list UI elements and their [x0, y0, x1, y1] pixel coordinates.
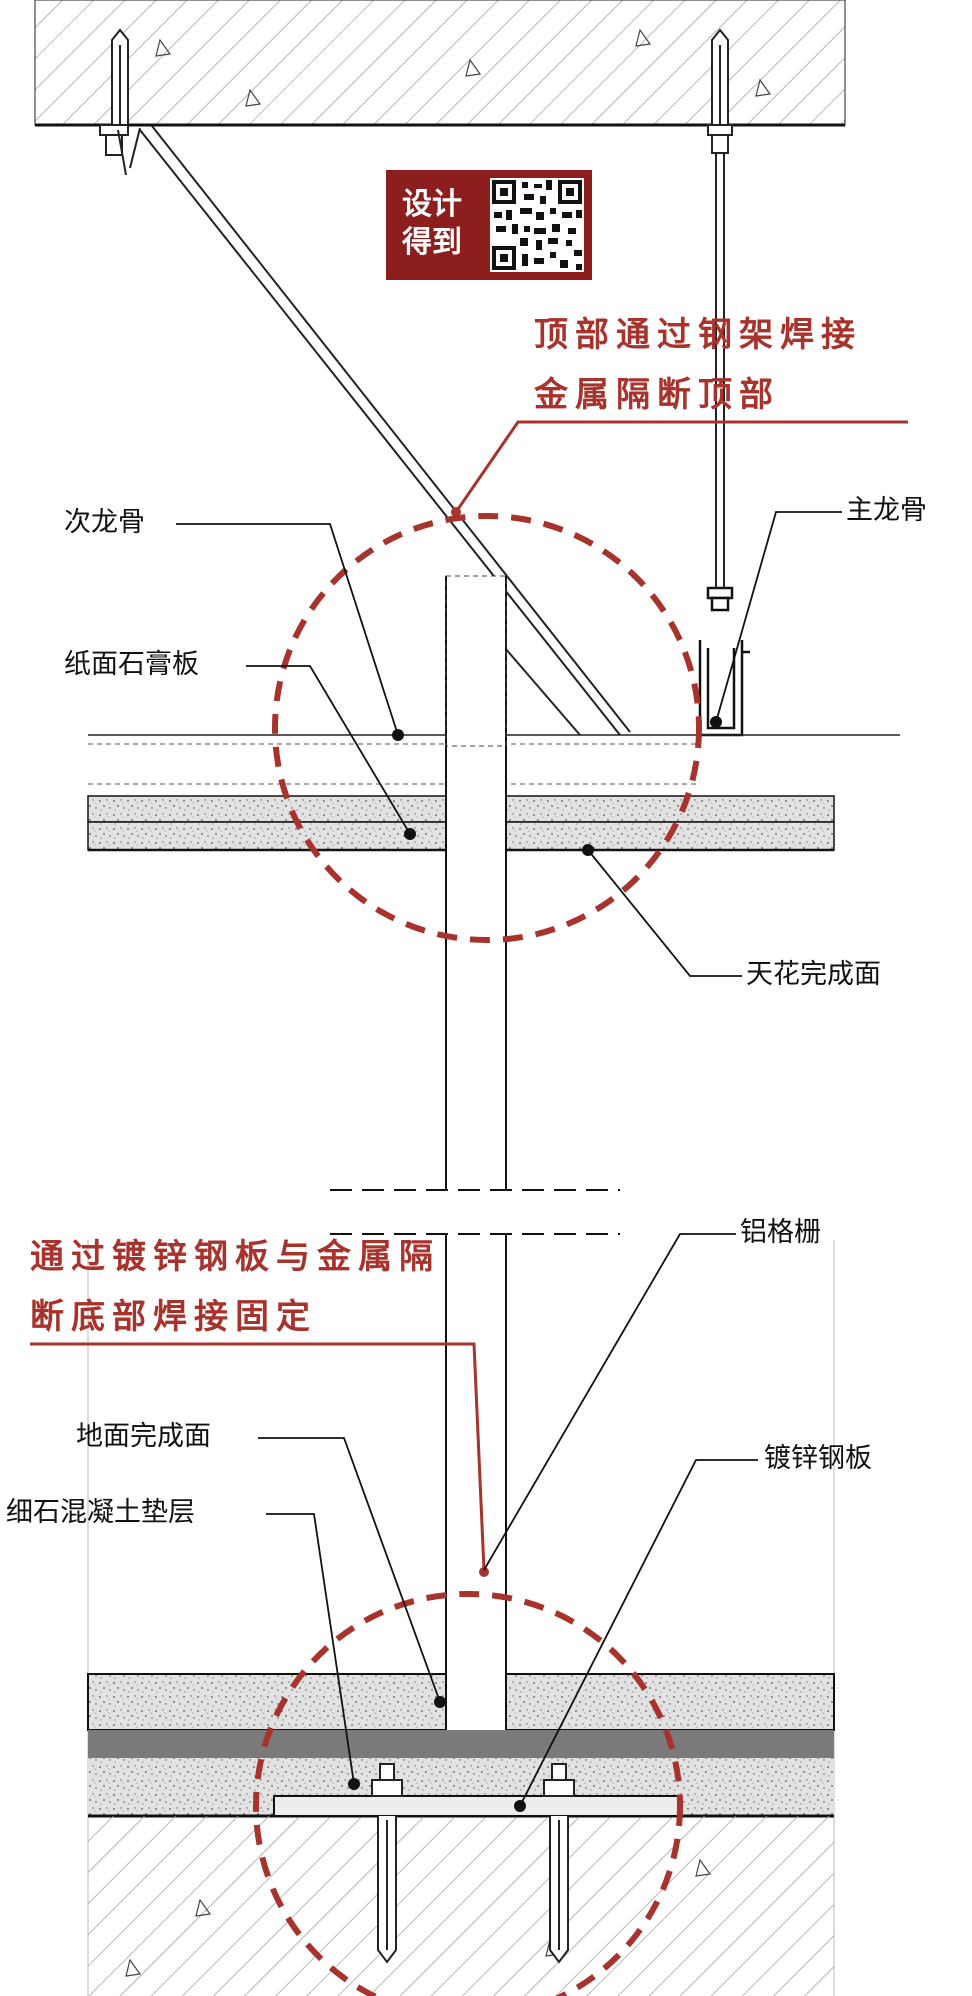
- label-floor-finish: 地面完成面: [76, 1421, 211, 1452]
- bottom-note-line2: 断底部焊接固定: [30, 1297, 317, 1337]
- main-keel-channel: [698, 586, 750, 737]
- floor-layers: [87, 1240, 835, 1996]
- top-right-anchor-bolt: [707, 28, 733, 154]
- top-detail-circle: [272, 513, 702, 943]
- badge-text: 设计得到: [402, 187, 462, 260]
- label-gypsum-board: 纸面石膏板: [64, 649, 199, 680]
- red-leader-dots: [451, 507, 489, 1577]
- label-galvanized-plate: 镀锌钢板: [764, 1443, 872, 1474]
- red-leader-lines: [30, 420, 908, 1571]
- top-concrete-slab: [34, 0, 846, 127]
- galvanized-steel-plate: [273, 1795, 679, 1817]
- break-lines: [330, 1189, 620, 1235]
- floor-anchor-bolts: [371, 1763, 575, 1964]
- label-concrete-cushion: 细石混凝土垫层: [6, 1497, 195, 1528]
- black-leader-dots: [348, 716, 722, 1812]
- black-leader-lines: [176, 511, 842, 1807]
- label-secondary-keel: 次龙骨: [64, 507, 145, 538]
- label-aluminum-grille: 铝格栅: [740, 1217, 821, 1248]
- hanger-rod: [715, 153, 725, 590]
- top-left-anchor-bolt: [99, 28, 141, 176]
- bottom-note-line1: 通过镀锌钢板与金属隔: [30, 1237, 440, 1277]
- qr-code-icon: [490, 178, 584, 272]
- diagonal-steel-brace: [139, 125, 631, 736]
- label-ceiling-finish: 天花完成面: [746, 959, 881, 990]
- top-note-line2: 金属隔断顶部: [534, 375, 780, 415]
- label-main-keel: 主龙骨: [846, 495, 927, 526]
- aluminum-grille-upper: [445, 575, 507, 1190]
- bottom-detail-circle: [253, 1591, 683, 1996]
- aluminum-grille-lower: [445, 1234, 507, 1796]
- brand-badge: 设计得到: [386, 170, 592, 280]
- top-note-line1: 顶部通过钢架焊接: [534, 315, 862, 355]
